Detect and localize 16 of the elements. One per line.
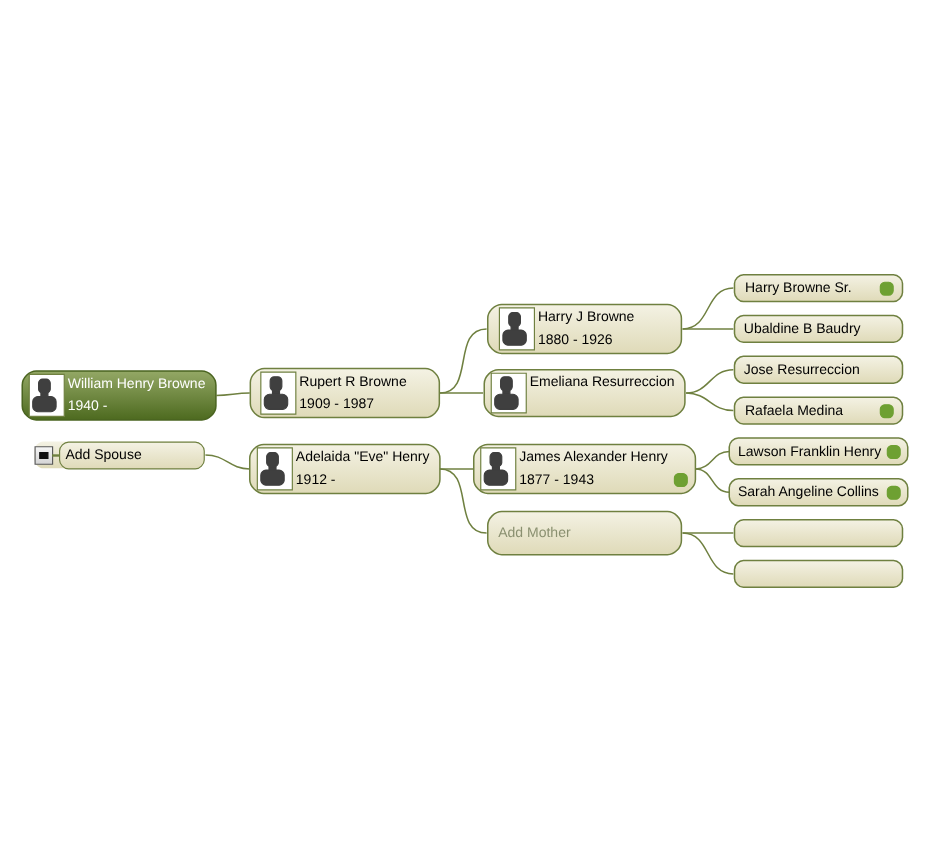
- node-box: [733, 517, 904, 547]
- connector: [439, 467, 488, 533]
- connector: [439, 467, 475, 469]
- connector: [439, 327, 488, 393]
- connector: [681, 286, 735, 329]
- connector: [681, 531, 735, 574]
- connector: [215, 391, 251, 396]
- node-box: [733, 558, 904, 588]
- connector: [694, 467, 730, 492]
- connector: [685, 368, 735, 393]
- connector: [681, 531, 735, 533]
- connector: [681, 327, 735, 329]
- connector: [685, 391, 735, 411]
- connector: [694, 449, 730, 469]
- connector: [204, 453, 251, 469]
- connector: [439, 391, 484, 393]
